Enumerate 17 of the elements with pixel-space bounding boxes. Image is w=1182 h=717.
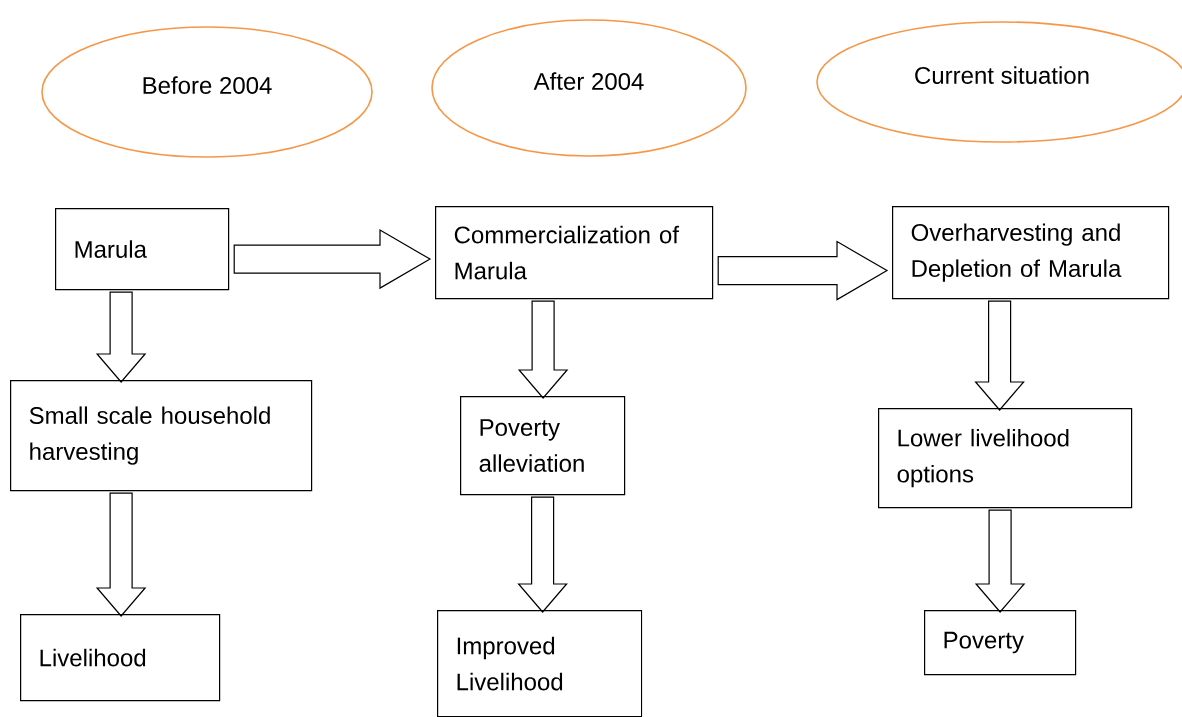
process-box: Marula — [55, 208, 230, 291]
block-arrow — [517, 300, 569, 399]
block-arrow — [974, 300, 1025, 411]
process-box: Commercialization of Marula — [435, 206, 714, 300]
process-box: Improved Livelihood — [437, 610, 643, 717]
block-arrow — [95, 291, 147, 383]
block-arrow — [95, 492, 147, 617]
process-box: Poverty — [924, 610, 1077, 676]
block-arrow — [974, 509, 1026, 613]
block-arrow — [717, 240, 889, 301]
process-box: Lower livelihood options — [878, 408, 1133, 509]
process-box: Small scale household harvesting — [10, 380, 313, 492]
process-box: Overharvesting and Depletion of Marula — [892, 206, 1170, 300]
process-box: Livelihood — [20, 614, 221, 702]
block-arrow — [233, 229, 432, 290]
block-arrow — [517, 496, 568, 613]
process-box: Poverty alleviation — [460, 396, 626, 496]
